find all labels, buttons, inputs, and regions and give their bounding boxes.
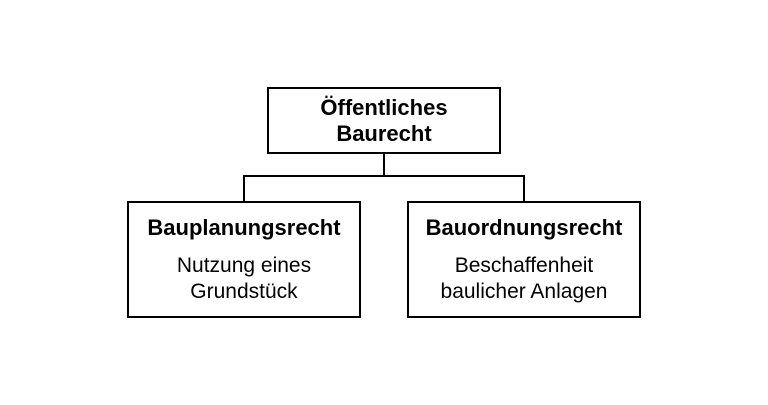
connector-horizontal bbox=[243, 175, 525, 177]
connector-left-down bbox=[243, 175, 245, 202]
child-node-description: Nutzung eines Grundstück bbox=[177, 253, 311, 305]
child-node-title: Bauordnungsrecht bbox=[425, 215, 623, 240]
child-node-bauordnungsrecht: Bauordnungsrecht Beschaffenheit bauliche… bbox=[407, 201, 641, 318]
root-node-title-line1: Öffentliches bbox=[320, 94, 448, 120]
root-node: Öffentliches Baurecht bbox=[267, 87, 501, 154]
connector-right-down bbox=[523, 175, 525, 202]
child-node-bauplanungsrecht: Bauplanungsrecht Nutzung eines Grundstüc… bbox=[127, 201, 361, 318]
root-node-title-line2: Baurecht bbox=[336, 120, 432, 146]
child-node-description-line2: baulicher Anlagen bbox=[440, 280, 608, 303]
connector-root-down bbox=[383, 154, 385, 177]
child-node-description-line2: Grundstück bbox=[190, 280, 298, 303]
child-node-description-line1: Nutzung eines bbox=[176, 254, 312, 277]
child-node-description: Beschaffenheit baulicher Anlagen bbox=[441, 253, 608, 305]
child-node-title: Bauplanungsrecht bbox=[147, 215, 341, 240]
child-node-description-line1: Beschaffenheit bbox=[454, 254, 594, 277]
